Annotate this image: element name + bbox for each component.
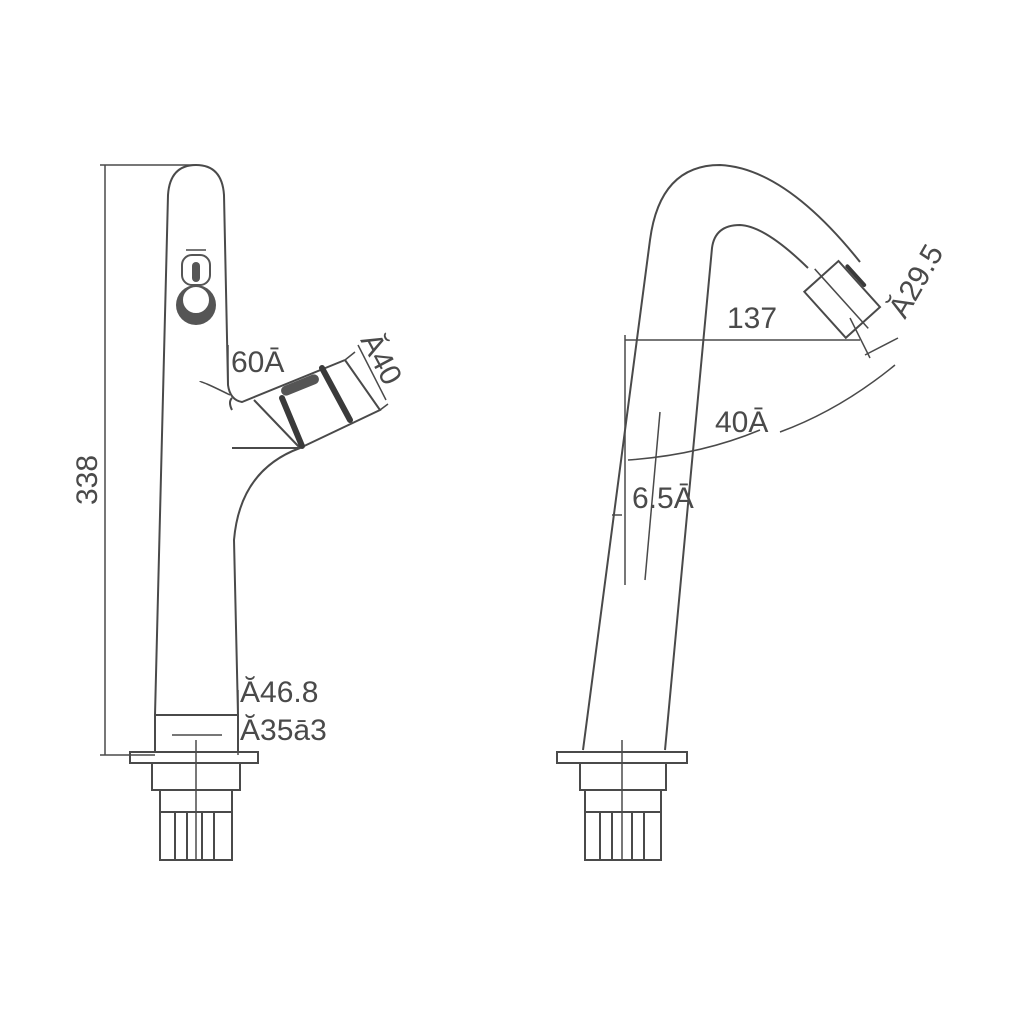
reach-label: 137 [727, 302, 777, 335]
handle-diameter-dim [357, 344, 387, 401]
handle-diameter-label: Ă40 [354, 328, 408, 391]
side-spout-inner [664, 223, 809, 751]
handle-angle-label: 60Ā [231, 346, 284, 379]
height-label: 338 [71, 455, 104, 505]
thread-label: Ă35ā3 [240, 714, 327, 747]
aerator-diameter-label: Ă29.5 [882, 239, 950, 323]
aerator-diameter-dim [864, 337, 899, 356]
handle-slot [281, 374, 319, 396]
angle-dim [199, 345, 231, 396]
side-view [556, 163, 899, 861]
spout-angle-label: 40Ā [715, 406, 768, 439]
sensor-window [181, 254, 211, 286]
side-aerator [802, 259, 882, 340]
front-body-outline [154, 163, 382, 716]
handle-band [319, 365, 353, 423]
tilt-axis-line [644, 411, 661, 581]
handle-lever [229, 397, 301, 449]
base-diameter-label: Ă46.8 [240, 676, 318, 709]
front-view [100, 163, 389, 861]
handle-band [279, 395, 305, 449]
tilt-angle-label: 6.5Ā [632, 482, 694, 515]
base-plate [129, 751, 259, 764]
side-spout-outer [582, 163, 861, 751]
spout-angle-dim [627, 364, 896, 461]
